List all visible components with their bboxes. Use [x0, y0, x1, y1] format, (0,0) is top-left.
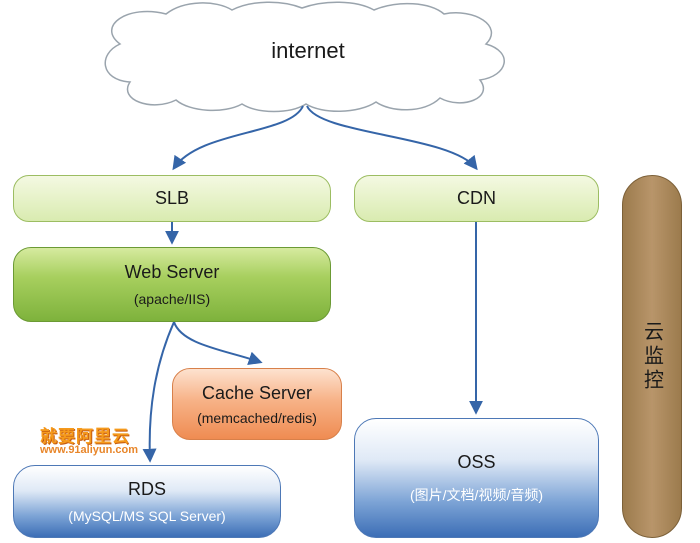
watermark-title: 就要阿里云 [40, 427, 130, 446]
slb-label: SLB [154, 188, 190, 208]
cache-server-sub: (memcached/redis) [197, 409, 317, 426]
web-server-node: Web Server (apache/IIS) [13, 247, 331, 322]
web-server-label: Web Server [124, 262, 220, 282]
cache-server-node: Cache Server (memcached/redis) [172, 368, 342, 440]
oss-sub: (图片/文档/视频/音频) [410, 486, 543, 503]
internet-to-cdn-arrow [306, 105, 478, 171]
internet-label: internet [271, 38, 345, 63]
web-to-cache-arrow [173, 321, 263, 365]
cdn-label: CDN [457, 188, 496, 208]
cloud-monitor-node: 云监控 [622, 175, 682, 538]
web-to-rds-arrow [142, 321, 175, 463]
cache-server-label: Cache Server [201, 382, 313, 403]
rds-sub: (MySQL/MS SQL Server) [68, 508, 226, 524]
watermark-url: www.91aliyun.com [40, 444, 139, 456]
cdn-node: CDN [354, 175, 599, 222]
web-server-sub: (apache/IIS) [133, 291, 211, 307]
rds-label: RDS [127, 479, 166, 499]
oss-label: OSS [457, 451, 496, 472]
rds-node: RDS (MySQL/MS SQL Server) [13, 465, 281, 538]
slb-node: SLB [13, 175, 331, 222]
cloud-monitor-label: 云监控 [640, 320, 663, 393]
internet-cloud [104, 1, 505, 113]
internet-to-slb-arrow [172, 105, 304, 171]
oss-node: OSS (图片/文档/视频/音频) [354, 418, 599, 538]
